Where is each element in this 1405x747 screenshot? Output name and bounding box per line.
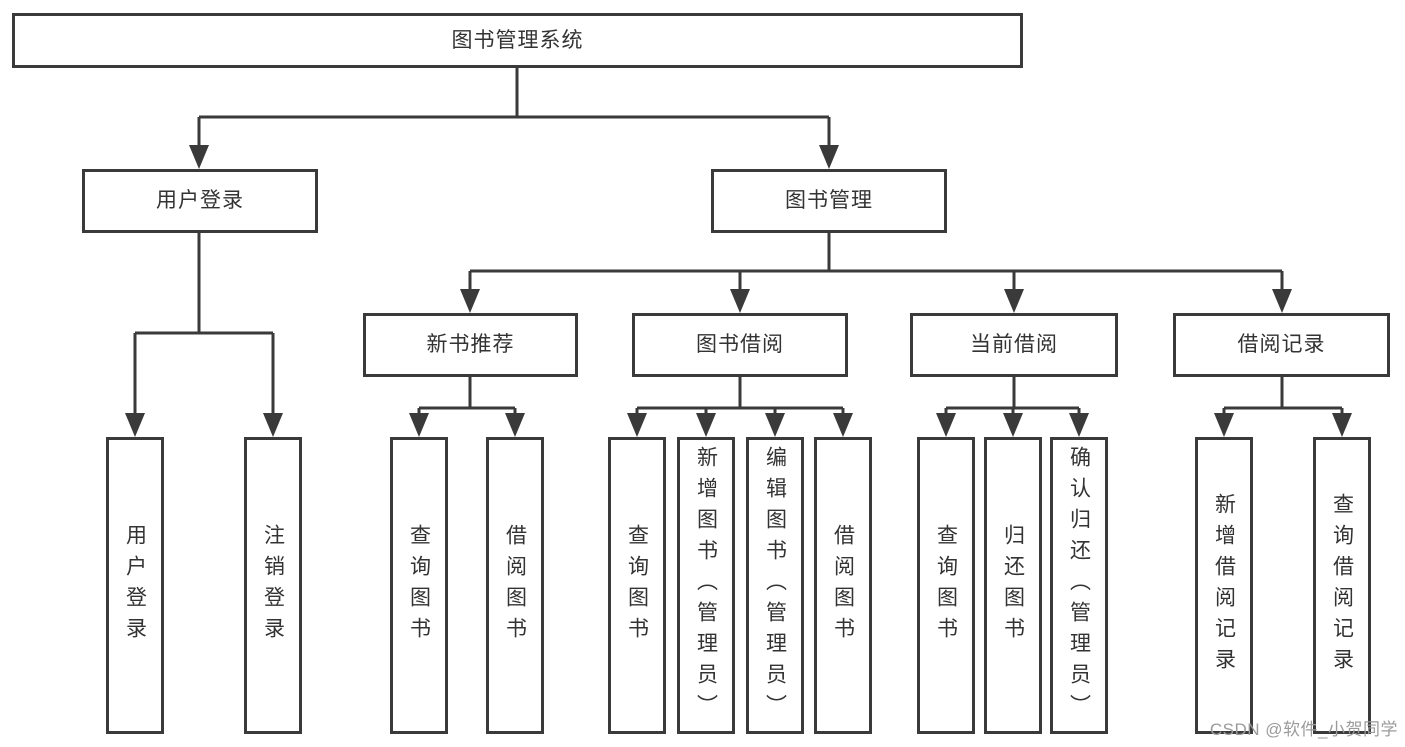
arrowhead	[765, 413, 785, 437]
leaf-user-login: 用户登录	[106, 437, 164, 734]
connector-root-to-level2	[197, 68, 831, 150]
leaf-recommend-borrow-books: 借阅图书	[486, 437, 544, 734]
leaf-records-query-record: 查询借阅记录	[1313, 437, 1371, 734]
connector-records-to-leaves	[1222, 377, 1344, 418]
node-current-borrowing: 当前借阅	[910, 313, 1118, 377]
leaf-current-return-books: 归还图书	[984, 437, 1042, 734]
connector-bookmgmt-to-level3	[468, 233, 1284, 294]
leaf-recommend-query-books: 查询图书	[390, 437, 448, 734]
arrowhead	[1069, 413, 1089, 437]
leaf-current-confirm-return-admin: 确认归还（管理员）	[1050, 437, 1108, 734]
node-borrow-records: 借阅记录	[1173, 313, 1390, 377]
leaf-borrowing-add-books-admin: 新增图书（管理员）	[677, 437, 735, 734]
arrowhead	[1272, 289, 1292, 313]
node-book-borrowing: 图书借阅	[632, 313, 848, 377]
arrowhead	[1004, 289, 1024, 313]
arrowhead	[1003, 413, 1023, 437]
csdn-watermark: CSDN @软件_小贺同学	[1209, 720, 1398, 739]
connector-bookborrow-to-leaves	[635, 377, 845, 418]
leaf-logout: 注销登录	[244, 437, 302, 734]
leaf-borrowing-query-books: 查询图书	[608, 437, 666, 734]
arrowhead	[189, 145, 209, 169]
node-root: 图书管理系统	[12, 13, 1023, 68]
arrowhead	[1214, 413, 1234, 437]
leaf-borrowing-edit-books-admin: 编辑图书（管理员）	[746, 437, 804, 734]
arrowhead	[627, 413, 647, 437]
node-user-login: 用户登录	[82, 169, 318, 233]
connector-userlogin-to-leaves	[133, 233, 275, 418]
leaf-borrowing-borrow-books: 借阅图书	[814, 437, 872, 734]
arrowhead	[1332, 413, 1352, 437]
connector-currentborrow-to-leaves	[944, 377, 1081, 418]
connector-newbook-to-leaves	[417, 377, 517, 418]
node-new-book-recommend: 新书推荐	[363, 313, 578, 377]
arrowhead	[125, 413, 145, 437]
arrowhead	[833, 413, 853, 437]
leaf-current-query-books: 查询图书	[917, 437, 975, 734]
arrowhead	[409, 413, 429, 437]
arrowhead	[505, 413, 525, 437]
leaf-records-add-record: 新增借阅记录	[1195, 437, 1253, 734]
arrowhead	[696, 413, 716, 437]
node-book-management: 图书管理	[711, 169, 947, 233]
arrowhead	[263, 413, 283, 437]
arrowhead	[460, 289, 480, 313]
arrowhead	[730, 289, 750, 313]
arrowhead	[936, 413, 956, 437]
arrowhead	[819, 145, 839, 169]
